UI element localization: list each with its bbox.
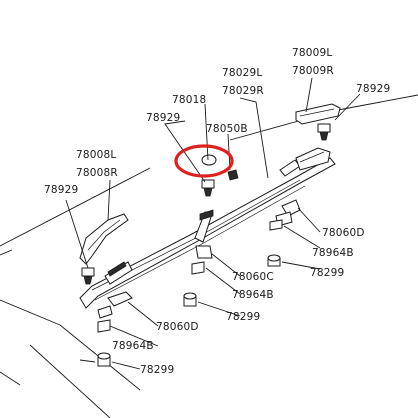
bracket-78060d-left: [97, 291, 133, 319]
bracket-78060d-right: [275, 199, 301, 227]
screw-78929-left: [81, 267, 95, 285]
seal-78964b-right: [269, 219, 283, 231]
screw-78929-top: [317, 123, 331, 141]
label-78050b: 78050B: [206, 123, 248, 135]
seal-78964b-mid: [191, 261, 205, 275]
nut-78299-right: [267, 254, 281, 267]
nut-78299-mid: [183, 292, 197, 307]
label-78029r: 78029R: [222, 85, 264, 97]
label-78299-right: 78299: [310, 267, 344, 279]
label-78060d-left: 78060D: [156, 321, 199, 333]
label-78929-mid: 78929: [146, 112, 180, 124]
label-78060d-right: 78060D: [322, 227, 365, 239]
label-78929-top: 78929: [356, 83, 390, 95]
label-78029l: 78029L: [222, 67, 262, 79]
seal-78964b-left: [97, 319, 111, 333]
label-78060c: 78060C: [232, 271, 274, 283]
bracket-78060c: [195, 245, 213, 259]
highlight-circle: [174, 144, 234, 178]
label-78009r: 78009R: [292, 65, 334, 77]
label-78299-left: 78299: [140, 364, 174, 376]
label-78008r: 78008R: [76, 167, 118, 179]
label-78929-left: 78929: [44, 184, 78, 196]
callout-labels: 78009L 78009R 78929 78029L 78029R 78018 …: [44, 47, 390, 376]
label-78009l: 78009L: [292, 47, 332, 59]
roof-outline: [0, 94, 418, 418]
rear-end-cover: [295, 103, 341, 125]
clip-78018: [201, 154, 239, 181]
label-78964b-mid: 78964B: [232, 289, 274, 301]
nut-78299-left: [97, 352, 111, 367]
label-78299-mid: 78299: [226, 311, 260, 323]
label-78964b-right: 78964B: [312, 247, 354, 259]
screw-78929-mid: [201, 179, 215, 197]
label-78008l: 78008L: [76, 149, 116, 161]
label-78964b-left: 78964B: [112, 340, 154, 352]
label-78018: 78018: [172, 94, 206, 106]
roof-rail-main: [79, 147, 336, 309]
front-end-cover: [79, 213, 129, 265]
